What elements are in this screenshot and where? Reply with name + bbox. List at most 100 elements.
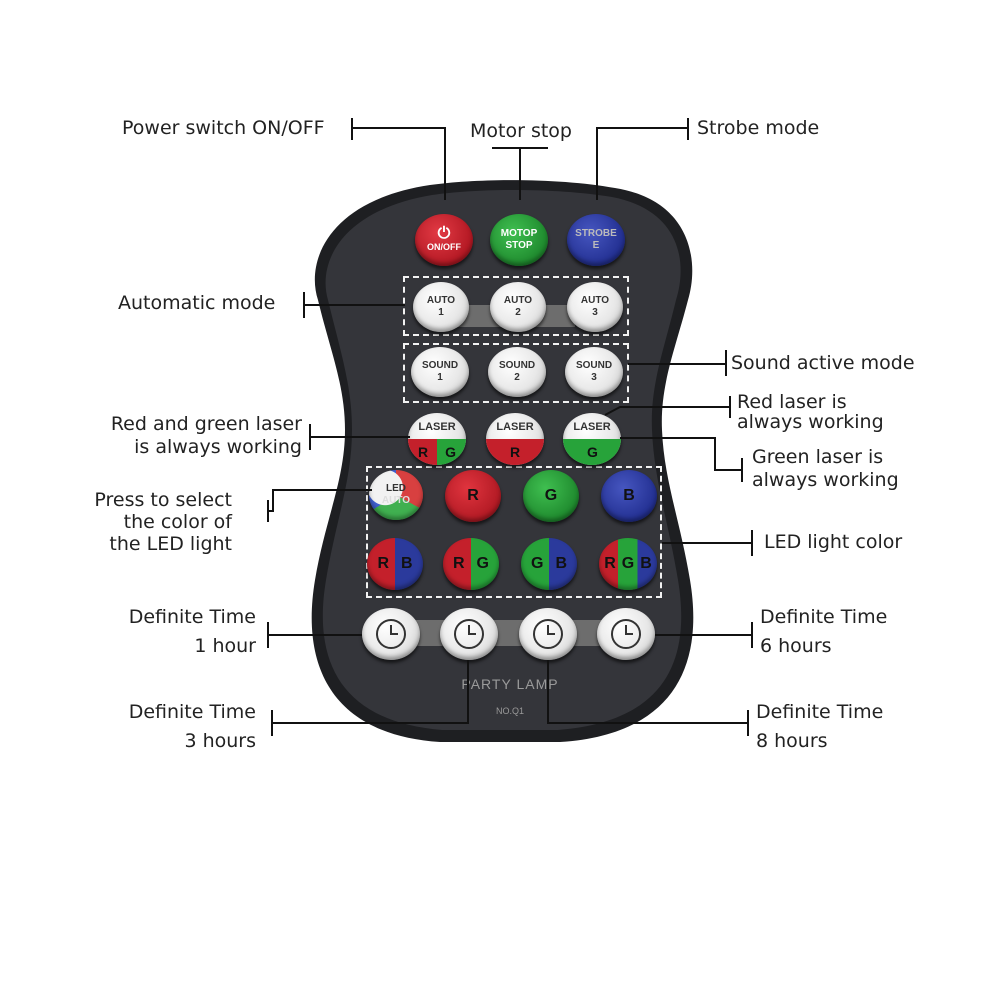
- label-rg-laser-line1: Red and green laser: [110, 413, 302, 435]
- label-time-3: Definite Time 3 hours: [96, 698, 256, 756]
- label-motor: Motor stop: [470, 120, 572, 142]
- clock-icon: [376, 619, 406, 649]
- blue-letter: B: [623, 487, 635, 504]
- auto-3-button[interactable]: AUTO 3: [567, 282, 623, 332]
- sound-label: SOUND: [575, 360, 613, 371]
- label-red-laser-line2: always working: [737, 411, 884, 433]
- auto-number: 2: [515, 307, 521, 318]
- sound-1-button[interactable]: SOUND 1: [411, 347, 469, 397]
- label-automatic: Automatic mode: [118, 292, 276, 314]
- gb-g-letter: G: [530, 555, 544, 572]
- rb-r-letter: R: [377, 555, 389, 572]
- label-red-laser: Red laser is always working: [737, 392, 884, 432]
- auto-label: AUTO: [503, 295, 533, 306]
- clock-icon: [611, 619, 641, 649]
- laser-r-letter: R: [418, 444, 429, 460]
- led-label: LED: [386, 483, 406, 494]
- label-time-1: Definite Time 1 hour: [96, 603, 256, 661]
- laser-g-letter: G: [587, 444, 598, 460]
- label-red-laser-line1: Red laser is: [737, 391, 847, 413]
- rgb-b-letter: B: [640, 555, 652, 572]
- red-letter: R: [467, 487, 479, 504]
- label-time-6-line1: Definite Time: [760, 606, 888, 628]
- timer-1h-button[interactable]: [362, 608, 420, 660]
- label-rg-laser: Red and green laser is always working: [92, 413, 302, 459]
- laser-green-half: [437, 439, 466, 465]
- sound-number: 3: [591, 372, 597, 383]
- sound-3-button[interactable]: SOUND 3: [565, 347, 623, 397]
- clock-icon: [454, 619, 484, 649]
- rgb-r-letter: R: [604, 555, 616, 572]
- timer-3h-button[interactable]: [440, 608, 498, 660]
- label-press-line2: the color of: [123, 511, 232, 533]
- motor-stop-label-1: MOTOP: [500, 228, 538, 239]
- label-green-laser-line2: always working: [752, 469, 899, 491]
- sound-number: 1: [437, 372, 443, 383]
- sound-dashed-box: [403, 343, 629, 403]
- label-power: Power switch ON/OFF: [122, 117, 325, 139]
- led-gb-button[interactable]: G B: [521, 538, 577, 590]
- label-green-laser: Green laser is always working: [752, 446, 899, 492]
- label-time-8: Definite Time 8 hours: [756, 698, 883, 756]
- label-press-line3: the LED light: [109, 533, 232, 555]
- led-blue-button[interactable]: B: [601, 470, 657, 522]
- sound-number: 2: [514, 372, 520, 383]
- auto-number: 3: [592, 307, 598, 318]
- laser-r-button[interactable]: LASER R: [486, 413, 544, 465]
- sound-label: SOUND: [421, 360, 459, 371]
- auto-1-button[interactable]: AUTO 1: [413, 282, 469, 332]
- brand-text: PARTY LAMP: [461, 676, 559, 692]
- rgb-g-letter: G: [621, 555, 635, 572]
- label-time-3-line2: 3 hours: [184, 730, 256, 752]
- power-icon: ⏻: [437, 225, 451, 242]
- label-time-8-line2: 8 hours: [756, 730, 828, 752]
- auto-label: AUTO: [426, 295, 456, 306]
- label-time-6-line2: 6 hours: [760, 635, 832, 657]
- led-rb-button[interactable]: R B: [367, 538, 423, 590]
- label-strobe: Strobe mode: [697, 117, 820, 139]
- laser-rg-button[interactable]: LASER R G: [408, 413, 466, 465]
- strobe-label-2: E: [592, 240, 600, 251]
- auto-number: 1: [438, 307, 444, 318]
- onoff-label: ON/OFF: [427, 242, 461, 252]
- rg-g-letter: G: [476, 555, 489, 572]
- motor-stop-button[interactable]: MOTOP STOP: [490, 214, 548, 266]
- led-red-button[interactable]: R: [445, 470, 501, 522]
- led-rg-button[interactable]: R G: [443, 538, 499, 590]
- timer-8h-button[interactable]: [597, 608, 655, 660]
- rg-r-letter: R: [452, 555, 465, 572]
- laser-red-half: [486, 439, 544, 465]
- green-letter: G: [544, 487, 558, 504]
- led-green-button[interactable]: G: [523, 470, 579, 522]
- motor-stop-label-2: STOP: [505, 240, 533, 251]
- laser-green-half: [563, 439, 621, 465]
- label-sound: Sound active mode: [731, 352, 915, 374]
- laser-label: LASER: [573, 421, 611, 433]
- strobe-button[interactable]: STROBE E: [567, 214, 625, 266]
- label-rg-laser-line2: is always working: [134, 436, 302, 458]
- laser-g-button[interactable]: LASER G: [563, 413, 621, 465]
- laser-label: LASER: [418, 421, 456, 433]
- strobe-label-1: STROBE: [575, 228, 617, 239]
- clock-icon: [533, 619, 563, 649]
- timer-6h-button[interactable]: [519, 608, 577, 660]
- laser-red-half: [408, 439, 437, 465]
- gb-b-letter: B: [555, 555, 567, 572]
- label-press-line1: Press to select: [94, 489, 232, 511]
- laser-g-letter: G: [445, 444, 456, 460]
- label-time-6: Definite Time 6 hours: [760, 603, 887, 661]
- laser-r-letter: R: [510, 444, 521, 460]
- onoff-button[interactable]: ⏻ ON/OFF: [415, 214, 473, 266]
- laser-label: LASER: [496, 421, 534, 433]
- auto-2-button[interactable]: AUTO 2: [490, 282, 546, 332]
- label-time-1-line2: 1 hour: [194, 635, 256, 657]
- label-press-select: Press to select the color of the LED lig…: [60, 489, 232, 555]
- label-led-color: LED light color: [764, 531, 903, 553]
- led-rgb-button[interactable]: R G B: [599, 538, 657, 590]
- led-auto-button[interactable]: LED AUTO: [369, 470, 423, 520]
- sound-2-button[interactable]: SOUND 2: [488, 347, 546, 397]
- auto-label: AUTO: [580, 295, 610, 306]
- label-green-laser-line1: Green laser is: [752, 446, 884, 468]
